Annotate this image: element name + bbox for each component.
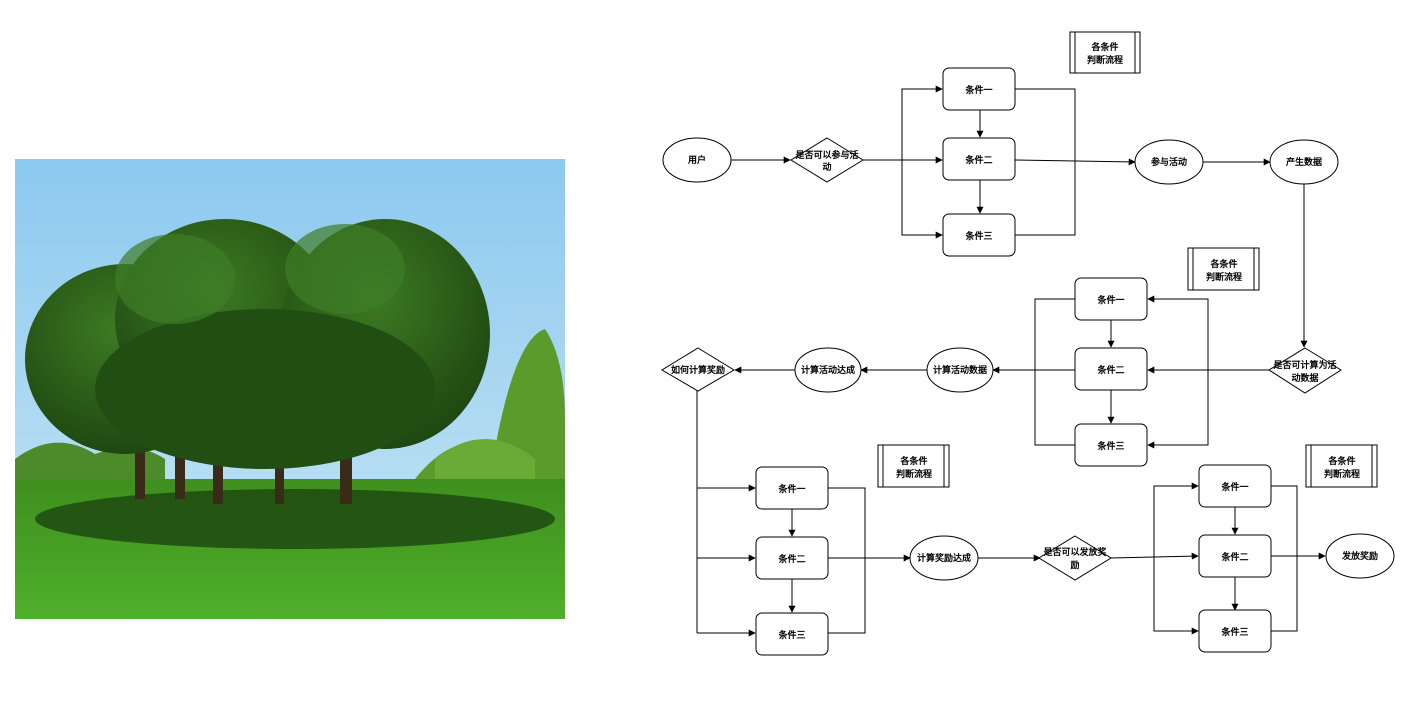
svg-text:是否可以参与活: 是否可以参与活 xyxy=(794,149,858,161)
node-user: 用户 xyxy=(662,137,732,183)
svg-text:条件一: 条件一 xyxy=(1096,294,1124,306)
node-condition-3: 条件三 xyxy=(942,213,1016,257)
node-join-activity: 参与活动 xyxy=(1134,139,1204,185)
svg-text:各条件: 各条件 xyxy=(1090,41,1118,53)
line-cond1b-merge xyxy=(1034,298,1075,370)
svg-text:条件二: 条件二 xyxy=(777,553,805,565)
line-cond1-merge xyxy=(1015,88,1076,162)
arrow-branch3-to-cond3d xyxy=(1153,558,1199,635)
svg-text:条件三: 条件三 xyxy=(1096,440,1124,452)
node-calc-activity-achieve: 计算活动达成 xyxy=(794,347,862,393)
decision-can-issue-reward: 是否可以发放奖 励 xyxy=(1038,535,1112,581)
line-cond1c-merge xyxy=(828,487,866,558)
arrow-branch2-to-cond3b xyxy=(1147,370,1209,449)
svg-text:是否可计算为活: 是否可计算为活 xyxy=(1272,359,1336,371)
svg-text:励: 励 xyxy=(1070,559,1079,571)
svg-text:计算奖励达成: 计算奖励达成 xyxy=(917,552,971,564)
arrow-merge-to-join xyxy=(1014,158,1136,166)
node-condition-1d: 条件一 xyxy=(1198,464,1272,508)
node-condition-2d: 条件二 xyxy=(1198,534,1272,578)
svg-text:是否可以发放奖: 是否可以发放奖 xyxy=(1042,546,1107,558)
svg-text:各条件: 各条件 xyxy=(1327,455,1355,467)
svg-text:计算活动达成: 计算活动达成 xyxy=(801,364,855,376)
node-condition-3d: 条件三 xyxy=(1198,609,1272,653)
svg-text:计算活动数据: 计算活动数据 xyxy=(933,364,987,376)
arrow-branch-to-cond3 xyxy=(901,160,943,239)
svg-text:用户: 用户 xyxy=(687,154,706,166)
arrow-branch2-to-cond1b xyxy=(1147,295,1209,370)
node-condition-1: 条件一 xyxy=(942,67,1016,111)
decision-can-join: 是否可以参与活 动 xyxy=(790,137,864,183)
node-condition-2b: 条件二 xyxy=(1074,347,1148,391)
svg-text:条件三: 条件三 xyxy=(1220,626,1248,638)
arrow-branch3-to-cond1d xyxy=(1153,482,1199,558)
node-calc-reward-achieve: 计算奖励达成 xyxy=(909,535,979,581)
svg-text:判断流程: 判断流程 xyxy=(1087,54,1123,66)
line-cond3-merge xyxy=(1015,162,1076,236)
line-cond1d-merge xyxy=(1271,485,1298,556)
node-calc-activity-data: 计算活动数据 xyxy=(926,347,994,393)
svg-text:条件一: 条件一 xyxy=(777,483,805,495)
subprocess-condition-flow-2: 各条件 判断流程 xyxy=(1187,247,1260,291)
node-condition-2c: 条件二 xyxy=(755,536,829,580)
svg-text:条件二: 条件二 xyxy=(1220,551,1248,563)
decision-how-calc-reward: 如何计算奖励 xyxy=(661,347,735,392)
svg-text:动数据: 动数据 xyxy=(1291,372,1318,384)
svg-text:发放奖励: 发放奖励 xyxy=(1341,550,1378,562)
node-issue-reward: 发放奖励 xyxy=(1325,533,1395,579)
svg-text:判断流程: 判断流程 xyxy=(1206,271,1242,283)
node-condition-1c: 条件一 xyxy=(755,466,829,510)
svg-text:条件一: 条件一 xyxy=(1220,481,1248,493)
subprocess-condition-flow: 各条件 判断流程 xyxy=(1069,31,1141,74)
svg-text:各条件: 各条件 xyxy=(1209,258,1237,270)
svg-text:各条件: 各条件 xyxy=(899,455,927,467)
svg-text:产生数据: 产生数据 xyxy=(1286,156,1322,168)
decision-can-calc: 是否可计算为活 动数据 xyxy=(1268,347,1342,394)
line-cond3c-merge xyxy=(828,558,866,634)
svg-text:条件一: 条件一 xyxy=(964,84,992,96)
node-condition-3b: 条件三 xyxy=(1074,423,1148,467)
arrow-branch-to-cond1 xyxy=(901,85,943,160)
svg-text:判断流程: 判断流程 xyxy=(896,468,932,480)
svg-text:参与活动: 参与活动 xyxy=(1151,156,1187,168)
svg-text:如何计算奖励: 如何计算奖励 xyxy=(671,364,725,376)
svg-text:判断流程: 判断流程 xyxy=(1324,468,1360,480)
subprocess-condition-flow-4: 各条件 判断流程 xyxy=(1305,444,1378,488)
line-cond3d-merge xyxy=(1271,556,1298,632)
node-condition-2: 条件二 xyxy=(942,137,1016,181)
subprocess-condition-flow-3: 各条件 判断流程 xyxy=(877,444,950,488)
line-cond3b-merge xyxy=(1034,370,1075,446)
node-condition-3c: 条件三 xyxy=(755,612,829,656)
node-generate-data: 产生数据 xyxy=(1269,139,1339,185)
tree-photo xyxy=(15,159,565,619)
svg-text:条件二: 条件二 xyxy=(964,154,992,166)
svg-text:条件三: 条件三 xyxy=(777,629,805,641)
svg-text:条件三: 条件三 xyxy=(964,230,992,242)
node-condition-1b: 条件一 xyxy=(1074,277,1148,321)
svg-text:条件二: 条件二 xyxy=(1096,364,1124,376)
svg-text:动: 动 xyxy=(822,162,831,173)
